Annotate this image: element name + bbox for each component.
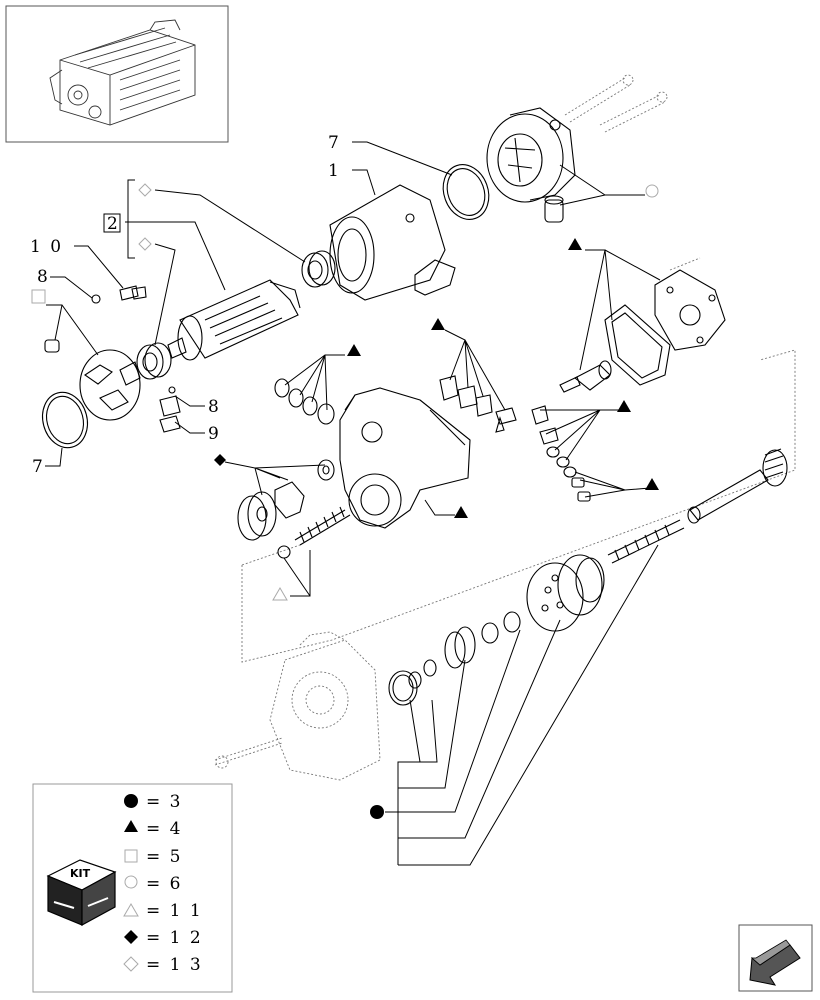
o-ring-left-inner [45,395,85,445]
assembly-outline [241,349,796,663]
callout-2-box [103,213,121,233]
o-ring-top [442,164,490,220]
o-rings-lower [388,659,437,706]
kit-label: KIT [70,867,91,880]
leader-lines [45,141,661,866]
small-parts-left [44,285,181,433]
end-cover [486,107,576,203]
legend: KIT = 3 = 4 = 5 = 6 = 1 1 = 1 2 = 1 3 [32,783,233,993]
legend-circle-open-icon [124,875,138,889]
assembly-outline-link [241,544,301,566]
contact-pins [531,405,591,502]
solenoid-plunger [559,360,612,393]
pinion-shaft [687,448,788,524]
sun-gear [444,611,521,669]
armature [167,279,301,361]
kit-box-icon: KIT [46,859,117,927]
callout-7-left: 7 [32,457,45,477]
field-frame [329,184,456,301]
o-ring-left [41,391,89,449]
ghost-housing [214,631,381,781]
planet-carrier [526,554,605,632]
legend-item-text: = 1 1 [146,901,203,921]
legend-item-text: = 1 3 [146,955,203,975]
brush-holder [79,349,141,421]
gasket [604,304,671,386]
callout-9: 9 [208,424,221,444]
intermediate-gears [237,459,335,541]
legend-triangle-open-icon [123,903,139,917]
legend-diamond-filled-icon [124,930,138,944]
legend-item-text: = 5 [146,847,182,867]
spring-left [277,506,351,559]
callout-8-right: 8 [208,397,221,417]
callout-10: 1 0 [30,237,63,257]
o-ring-top-inner [446,168,486,216]
legend-circle-filled-icon [124,794,138,808]
legend-square-open-icon [124,849,138,863]
legend-diamond-open-icon [123,956,139,972]
drive-housing [339,387,471,529]
bushing [544,195,564,223]
legend-triangle-filled-icon [124,820,138,832]
bearing-upper [301,250,336,288]
solenoid-small-parts [439,375,517,433]
legend-item-text: = 1 2 [146,928,203,948]
callout-symbols [31,183,659,819]
through-bolts [564,74,668,133]
solenoid-cover [654,257,726,351]
legend-item-text: = 6 [146,874,182,894]
callout-8-left: 8 [37,267,50,287]
spring-mid [607,519,685,564]
callout-2: 2 [107,214,120,234]
callout-1: 1 [328,161,341,181]
bearing-lower [136,342,172,380]
callout-7-top: 7 [328,133,341,153]
legend-item-text: = 4 [146,819,182,839]
engine-thumbnail-icon[interactable] [5,5,229,143]
previous-page-arrow-icon[interactable] [738,924,813,992]
legend-item-text: = 3 [146,792,182,812]
washer-set [274,378,335,425]
